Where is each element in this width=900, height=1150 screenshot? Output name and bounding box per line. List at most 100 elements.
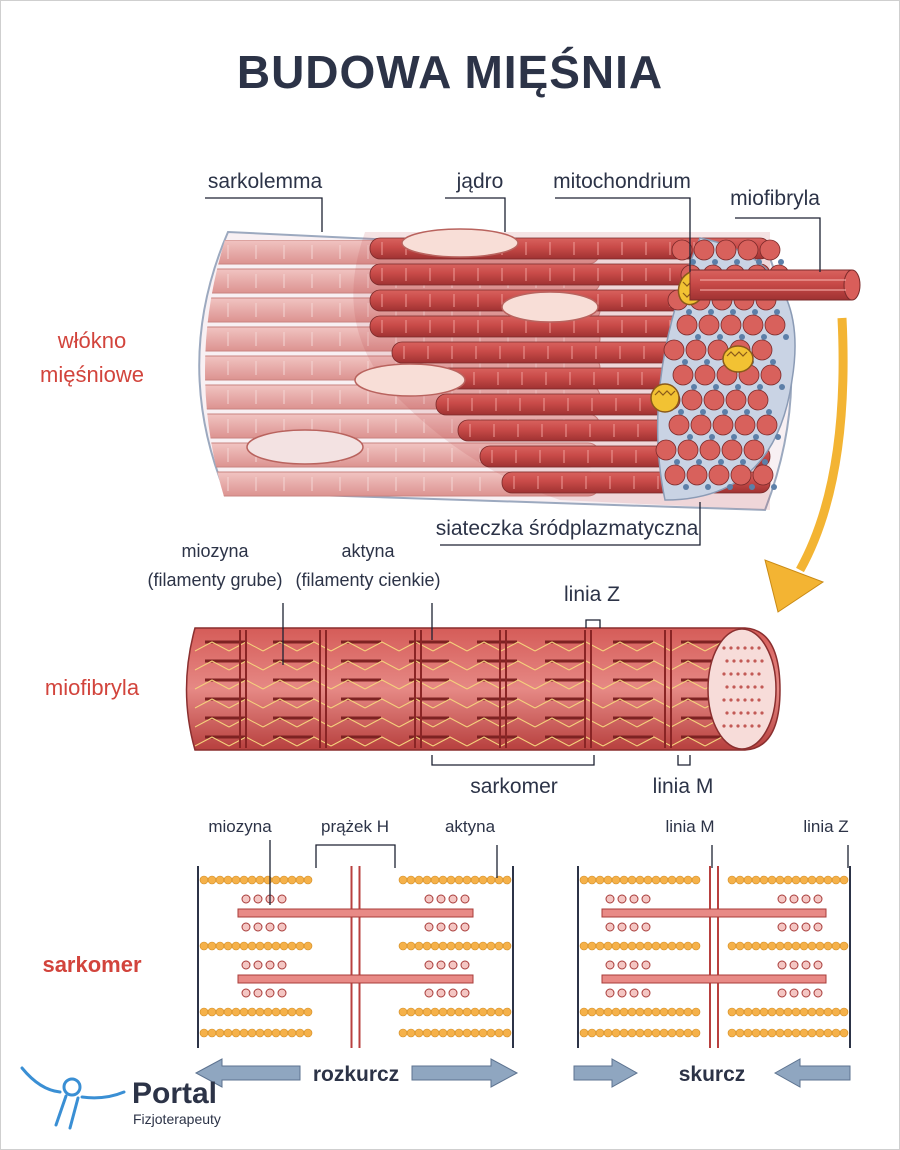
- reticulum-dot: [691, 384, 697, 390]
- reticulum-dot: [678, 409, 684, 415]
- fibril-dot: [729, 698, 733, 702]
- label-m-line-sarcomere: linia M: [665, 817, 714, 836]
- actin-bead: [414, 1028, 424, 1038]
- actin-filament: [194, 660, 230, 671]
- actin-bead: [611, 1007, 621, 1017]
- myosin-head: [617, 894, 627, 904]
- reticulum-dot: [766, 409, 772, 415]
- actin-bead: [727, 875, 737, 885]
- myosin-head: [277, 988, 287, 998]
- actin-bead: [799, 941, 809, 951]
- actin-bead: [823, 941, 833, 951]
- actin-bead: [823, 1028, 833, 1038]
- actin-filament: [194, 698, 230, 709]
- actin-bead: [223, 941, 233, 951]
- actin-bead: [815, 875, 825, 885]
- actin-bead: [611, 875, 621, 885]
- actin-bead: [831, 1007, 841, 1017]
- label-myofibril-top: miofibryla: [730, 187, 820, 210]
- myosin-head: [789, 960, 799, 970]
- myosin-head: [629, 960, 639, 970]
- label-h-band: prążek H: [321, 817, 389, 836]
- actin-bead: [406, 1028, 416, 1038]
- actin-bead: [619, 1028, 629, 1038]
- myosin-head: [629, 988, 639, 998]
- label-myosin-sarcomere: miozyna: [208, 817, 272, 836]
- label-actin-2: (filamenty cienkie): [295, 570, 440, 590]
- actin-bead: [783, 941, 793, 951]
- actin-bead: [603, 941, 613, 951]
- fibril-dot: [746, 685, 750, 689]
- fibril-end: [708, 464, 730, 486]
- label-myosin-2: (filamenty grube): [147, 570, 282, 590]
- actin-bead: [579, 941, 589, 951]
- actin-filament: [330, 641, 366, 652]
- actin-bead: [295, 875, 305, 885]
- myosin-head: [241, 922, 251, 932]
- actin-bead: [791, 941, 801, 951]
- myosin-head: [801, 988, 811, 998]
- side-label-fiber-2: mięśniowe: [40, 362, 144, 387]
- actin-filament: [262, 641, 298, 652]
- actin-bead: [271, 941, 281, 951]
- actin-filament: [432, 641, 468, 652]
- actin-bead: [603, 1007, 613, 1017]
- actin-bead: [839, 1028, 849, 1038]
- actin-bead: [446, 1007, 456, 1017]
- actin-bead: [579, 875, 589, 885]
- actin-bead: [199, 1007, 209, 1017]
- myosin-head: [448, 988, 458, 998]
- actin-bead: [635, 875, 645, 885]
- actin-bead: [839, 1007, 849, 1017]
- actin-bead: [791, 1007, 801, 1017]
- reticulum-dot: [722, 409, 728, 415]
- actin-bead: [735, 1028, 745, 1038]
- actin-filament: [466, 717, 502, 728]
- actin-bead: [478, 875, 488, 885]
- actin-bead: [422, 941, 432, 951]
- actin-bead: [587, 875, 597, 885]
- actin-bead: [462, 1007, 472, 1017]
- actin-bead: [478, 941, 488, 951]
- actin-filament: [364, 641, 400, 652]
- myosin-filament: [601, 908, 827, 918]
- myosin-head: [777, 894, 787, 904]
- fibril-end: [712, 414, 734, 436]
- zoom-arrow: [796, 317, 848, 573]
- fibril-end: [693, 239, 715, 261]
- fibril-dot: [750, 672, 754, 676]
- actin-bead: [247, 1028, 257, 1038]
- myosin-head: [424, 922, 434, 932]
- actin-bead: [446, 1028, 456, 1038]
- actin-bead: [743, 875, 753, 885]
- actin-bead: [643, 1007, 653, 1017]
- actin-bead: [231, 941, 241, 951]
- actin-bead: [422, 1007, 432, 1017]
- label-z-line-myofibril: linia Z: [564, 583, 620, 606]
- fibril-end: [685, 339, 707, 361]
- nucleus: [246, 429, 364, 465]
- actin-bead: [627, 1007, 637, 1017]
- fibril-end: [743, 439, 765, 461]
- actin-bead: [494, 875, 504, 885]
- logo[interactable]: Portal Fizjoterapeuty: [20, 1066, 221, 1130]
- fibril-end: [752, 464, 774, 486]
- myosin-head: [629, 922, 639, 932]
- actin-bead: [595, 941, 605, 951]
- actin-bead: [839, 941, 849, 951]
- actin-bead: [295, 1007, 305, 1017]
- fibril-end: [760, 364, 782, 386]
- actin-bead: [815, 1028, 825, 1038]
- actin-bead: [239, 941, 249, 951]
- sarcomere-relaxed: [197, 866, 514, 1048]
- actin-bead: [295, 941, 305, 951]
- fibril-dot: [743, 646, 747, 650]
- actin-filament: [262, 698, 298, 709]
- myosin-head: [789, 894, 799, 904]
- page-title: BUDOWA MIĘŚNIA: [237, 46, 663, 98]
- actin-bead: [438, 1007, 448, 1017]
- reticulum-dot: [687, 434, 693, 440]
- actin-bead: [303, 941, 313, 951]
- actin-filament: [364, 736, 400, 747]
- mitochondrion: [722, 345, 754, 373]
